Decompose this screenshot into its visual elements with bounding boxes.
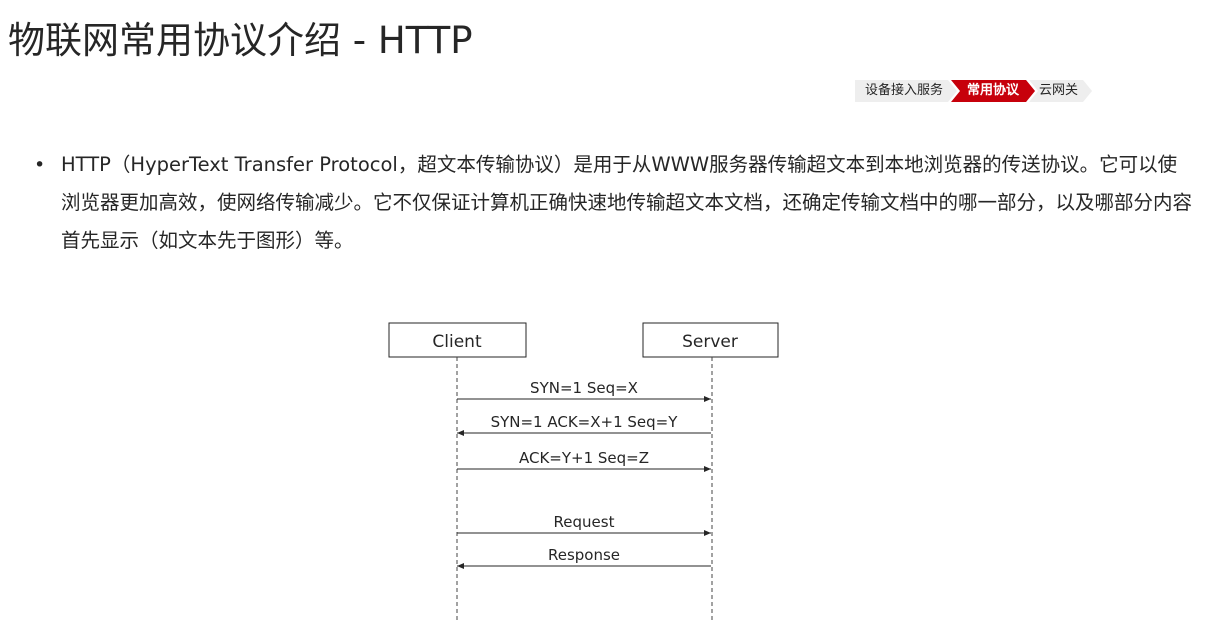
message-label: Response bbox=[548, 546, 620, 564]
breadcrumb-item-cloud-gateway[interactable]: 云网关 bbox=[1029, 80, 1092, 102]
breadcrumb-item-device-access[interactable]: 设备接入服务 bbox=[855, 80, 957, 102]
breadcrumb: 设备接入服务 常用协议 云网关 bbox=[855, 80, 1086, 102]
message-label: SYN=1 ACK=X+1 Seq=Y bbox=[491, 413, 679, 431]
message-label: ACK=Y+1 Seq=Z bbox=[519, 449, 649, 467]
bullet-text: HTTP（HyperText Transfer Protocol，超文本传输协议… bbox=[61, 153, 1193, 252]
message-label: Request bbox=[554, 513, 615, 531]
client-label: Client bbox=[432, 332, 482, 352]
page-title: 物联网常用协议介绍 - HTTP bbox=[8, 19, 473, 62]
client-box bbox=[388, 322, 527, 358]
message-label: SYN=1 Seq=X bbox=[530, 379, 638, 397]
bullet-dot-icon: • bbox=[34, 154, 46, 176]
breadcrumb-item-common-protocols[interactable]: 常用协议 bbox=[951, 80, 1035, 102]
server-label: Server bbox=[682, 332, 738, 352]
bullet-paragraph: • HTTP（HyperText Transfer Protocol，超文本传输… bbox=[34, 146, 1194, 260]
server-box bbox=[642, 322, 779, 358]
